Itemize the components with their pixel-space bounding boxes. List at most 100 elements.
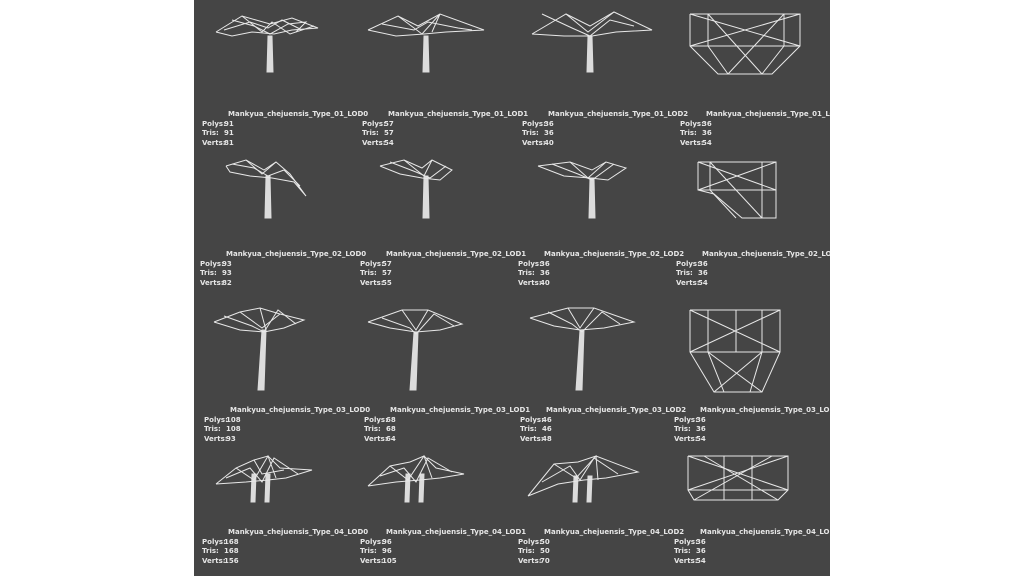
model-cell-type04-lod2[interactable]: Mankyua_chejuensis_Type_04_LOD2 Polys:50… [518,428,684,572]
polys-label: Polys: [204,415,228,424]
verts-value: 156 [224,556,239,565]
model-name: Mankyua_chejuensis_Type_04_LOD2 [544,528,685,536]
verts-label: Verts: [676,278,700,287]
verts-value: 93 [226,434,236,443]
model-info: Mankyua_chejuensis_Type_04_LOD1 Polys:96… [360,528,527,566]
model-cell-type04-lod0[interactable]: Mankyua_chejuensis_Type_04_LOD0 Polys:16… [202,428,368,572]
model-info: Mankyua_chejuensis_Type_03_LOD0 Polys:10… [204,406,371,444]
tris-value: 108 [226,425,241,434]
wireframe-tree-icon [529,307,636,391]
wireframe-box-icon [687,455,789,501]
tris-value: 46 [542,425,552,434]
polys-label: Polys: [680,119,704,128]
polys-value: 93 [222,259,232,268]
wireframe-tree-icon [367,309,464,391]
model-info: Mankyua_chejuensis_Type_01_LOD0 Polys:91… [202,110,368,148]
verts-label: Verts: [518,278,542,287]
polys-value: 168 [224,537,239,546]
verts-value: 82 [222,278,232,287]
model-info: Mankyua_chejuensis_Type_04_LOD2 Polys:50… [518,528,685,566]
model-cell-type02-lod0[interactable]: Mankyua_chejuensis_Type_02_LOD0 Polys:93… [200,150,366,294]
tris-value: 168 [224,547,239,556]
verts-value: 54 [698,278,708,287]
tris-label: Tris: [676,269,693,278]
verts-label: Verts: [674,434,698,443]
verts-value: 70 [540,556,550,565]
model-cell-type02-lod1[interactable]: Mankyua_chejuensis_Type_02_LOD1 Polys:57… [360,150,526,294]
verts-label: Verts: [518,556,542,565]
wireframe-box-icon [697,161,777,219]
model-info: Mankyua_chejuensis_Type_04_LOD3 Polys:36… [674,528,830,566]
verts-value: 81 [224,138,234,147]
verts-label: Verts: [522,138,546,147]
polys-value: 36 [696,537,706,546]
model-viewport[interactable]: Mankyua_chejuensis_Type_01_LOD0 Polys:91… [194,0,830,576]
model-cell-type04-lod1[interactable]: Mankyua_chejuensis_Type_04_LOD1 Polys:96… [360,428,526,572]
polys-value: 108 [226,415,241,424]
model-cell-type01-lod3[interactable]: Mankyua_chejuensis_Type_01_LOD3 Polys:36… [680,10,830,154]
model-cell-type01-lod1[interactable]: Mankyua_chejuensis_Type_01_LOD1 Polys:57… [362,10,528,154]
tris-label: Tris: [362,129,379,138]
tris-label: Tris: [204,425,221,434]
model-cell-type02-lod2[interactable]: Mankyua_chejuensis_Type_02_LOD2 Polys:36… [518,150,684,294]
tris-value: 50 [540,547,550,556]
model-cell-type03-lod1[interactable]: Mankyua_chejuensis_Type_03_LOD1 Polys:68… [364,306,530,450]
model-name: Mankyua_chejuensis_Type_02_LOD3 [702,250,830,258]
polys-label: Polys: [360,537,384,546]
model-name: Mankyua_chejuensis_Type_02_LOD2 [544,250,685,258]
model-name: Mankyua_chejuensis_Type_01_LOD1 [388,110,529,118]
verts-label: Verts: [204,434,228,443]
polys-label: Polys: [360,259,384,268]
model-cell-type03-lod2[interactable]: Mankyua_chejuensis_Type_03_LOD2 Polys:46… [520,306,686,450]
tris-value: 57 [382,269,392,278]
model-info: Mankyua_chejuensis_Type_02_LOD3 Polys:36… [676,250,830,288]
wireframe-tree-icon [225,159,307,219]
model-name: Mankyua_chejuensis_Type_02_LOD0 [226,250,367,258]
model-cell-type03-lod0[interactable]: Mankyua_chejuensis_Type_03_LOD0 Polys:10… [204,306,370,450]
tris-value: 91 [224,129,234,138]
verts-label: Verts: [362,138,386,147]
polys-label: Polys: [364,415,388,424]
wireframe-tree-icon [527,454,640,503]
polys-label: Polys: [362,119,386,128]
model-name: Mankyua_chejuensis_Type_01_LOD2 [548,110,689,118]
wireframe-box-icon [689,13,801,75]
model-name: Mankyua_chejuensis_Type_03_LOD2 [546,406,687,414]
model-info: Mankyua_chejuensis_Type_02_LOD2 Polys:36… [518,250,685,288]
verts-label: Verts: [364,434,388,443]
model-cell-type03-lod3[interactable]: Mankyua_chejuensis_Type_03_LOD3 Polys:36… [674,306,830,450]
tris-value: 96 [382,547,392,556]
model-cell-type01-lod0[interactable]: Mankyua_chejuensis_Type_01_LOD0 Polys:91… [202,10,368,154]
model-info: Mankyua_chejuensis_Type_02_LOD0 Polys:93… [200,250,367,288]
verts-label: Verts: [520,434,544,443]
polys-label: Polys: [522,119,546,128]
verts-label: Verts: [674,556,698,565]
verts-label: Verts: [200,278,224,287]
tris-label: Tris: [674,425,691,434]
verts-label: Verts: [202,138,226,147]
model-info: Mankyua_chejuensis_Type_03_LOD3 Polys:36… [674,406,830,444]
verts-value: 40 [540,278,550,287]
tris-label: Tris: [364,425,381,434]
tris-label: Tris: [202,129,219,138]
polys-label: Polys: [520,415,544,424]
model-name: Mankyua_chejuensis_Type_03_LOD3 [700,406,830,414]
model-name: Mankyua_chejuensis_Type_04_LOD0 [228,528,369,536]
wireframe-tree-icon [379,159,453,219]
verts-value: 105 [382,556,397,565]
tris-value: 36 [702,129,712,138]
model-name: Mankyua_chejuensis_Type_03_LOD0 [230,406,371,414]
model-name: Mankyua_chejuensis_Type_01_LOD3 [706,110,830,118]
polys-value: 46 [542,415,552,424]
model-name: Mankyua_chejuensis_Type_04_LOD1 [386,528,527,536]
wireframe-tree-icon [215,15,319,73]
polys-value: 36 [540,259,550,268]
polys-value: 68 [386,415,396,424]
model-cell-type02-lod3[interactable]: Mankyua_chejuensis_Type_02_LOD3 Polys:36… [676,150,830,294]
wireframe-box-icon [689,309,781,393]
tris-label: Tris: [200,269,217,278]
polys-label: Polys: [518,537,542,546]
model-cell-type01-lod2[interactable]: Mankyua_chejuensis_Type_01_LOD2 Polys:36… [522,10,688,154]
verts-value: 54 [696,556,706,565]
model-cell-type04-lod3[interactable]: Mankyua_chejuensis_Type_04_LOD3 Polys:36… [674,428,830,572]
